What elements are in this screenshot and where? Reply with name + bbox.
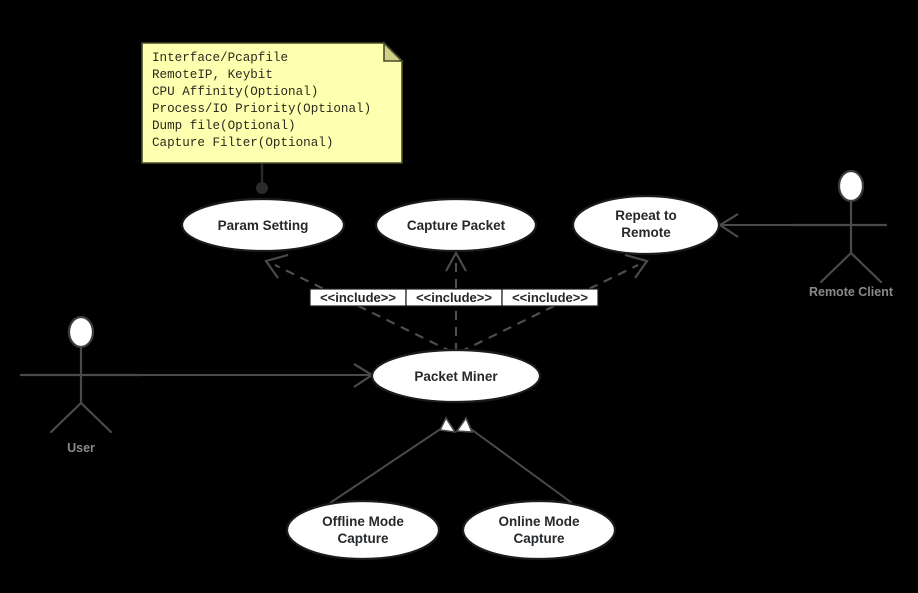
note-line-4: Dump file(Optional)	[152, 119, 296, 133]
use-case-repeat-to-remote[interactable]: Repeat to Remote	[571, 194, 721, 256]
include-label-text-1: <<include>>	[320, 290, 396, 305]
actor-right-leg	[849, 251, 883, 284]
note-anchor-connector	[256, 163, 268, 194]
actor-head-icon	[837, 169, 865, 203]
use-case-label-param-setting: Param Setting	[218, 218, 309, 233]
use-case-label-offline-mode-line1: Offline Mode	[322, 514, 404, 529]
actor-head-icon	[67, 315, 95, 349]
actor-label-remote-client: Remote Client	[809, 285, 894, 299]
use-case-label-capture-packet: Capture Packet	[407, 218, 506, 233]
include-label-text-2: <<include>>	[416, 290, 492, 305]
requirements-note: Interface/Pcapfile RemoteIP, Keybit CPU …	[141, 41, 404, 164]
use-case-offline-mode-capture[interactable]: Offline Mode Capture	[285, 499, 441, 561]
actor-left-leg	[49, 401, 83, 434]
online-generalizes-miner	[455, 416, 573, 504]
note-line-5: Capture Filter(Optional)	[152, 136, 333, 150]
use-case-label-online-mode-line2: Capture	[513, 531, 564, 546]
use-case-capture-packet[interactable]: Capture Packet	[374, 197, 538, 253]
actor-left-leg	[819, 251, 853, 284]
actor-user[interactable]: User	[19, 315, 143, 455]
note-line-3: Process/IO Priority(Optional)	[152, 102, 371, 116]
packet-miner-include-repeat	[459, 253, 649, 353]
include-stereotype-label-3: <<include>>	[501, 288, 599, 307]
actor-label-user: User	[67, 441, 95, 455]
use-case-param-setting[interactable]: Param Setting	[180, 197, 346, 253]
use-case-label-online-mode-line1: Online Mode	[499, 514, 580, 529]
use-case-online-mode-capture[interactable]: Online Mode Capture	[461, 499, 617, 561]
actor-right-leg	[79, 401, 113, 434]
use-case-label-repeat-to-remote-line1: Repeat to	[615, 208, 677, 223]
use-case-packet-miner[interactable]: Packet Miner	[370, 348, 542, 404]
packet-miner-include-param	[264, 253, 453, 353]
note-anchor-ball	[256, 182, 268, 194]
offline-generalizes-miner	[329, 416, 457, 504]
actor-remote-client[interactable]: Remote Client	[789, 169, 894, 299]
use-case-label-packet-miner: Packet Miner	[414, 369, 498, 384]
note-line-0: Interface/Pcapfile	[152, 51, 288, 65]
include-stereotype-label-2: <<include>>	[405, 288, 503, 307]
include-label-text-3: <<include>>	[512, 290, 588, 305]
note-line-1: RemoteIP, Keybit	[152, 68, 273, 82]
use-case-label-offline-mode-line2: Capture	[337, 531, 388, 546]
packet-miner-include-capture	[445, 250, 467, 352]
note-line-2: CPU Affinity(Optional)	[152, 85, 318, 99]
use-case-label-repeat-to-remote-line2: Remote	[621, 225, 671, 240]
include-stereotype-label-1: <<include>>	[309, 288, 407, 307]
